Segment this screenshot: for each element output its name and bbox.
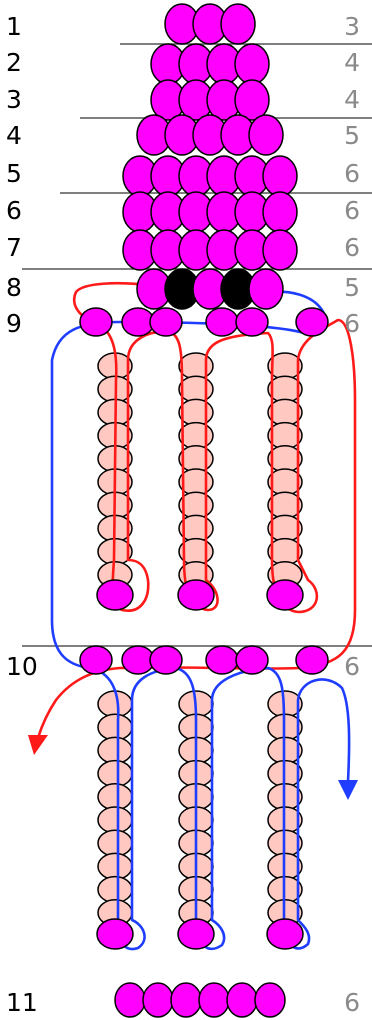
fringe-bead	[178, 352, 214, 380]
fringe-bead	[97, 852, 133, 881]
fringe-bead	[178, 375, 214, 403]
magenta-bead	[142, 982, 174, 1018]
magenta-bead	[262, 229, 298, 271]
row-count-3: 4	[344, 85, 360, 114]
row-count-9: 6	[344, 309, 360, 338]
fringe-bead	[178, 421, 214, 450]
magenta-bead	[177, 918, 215, 950]
row-count-11: 6	[344, 988, 360, 1017]
row-label-3: 3	[6, 85, 22, 114]
magenta-bead	[235, 307, 269, 337]
row-label-5: 5	[6, 159, 22, 188]
row-label-10: 10	[6, 652, 38, 681]
magenta-bead	[205, 307, 239, 337]
row-label-1: 1	[6, 12, 22, 41]
row-label-7: 7	[6, 233, 22, 262]
blue-arrow-icon	[338, 780, 358, 800]
row-count-7: 6	[344, 233, 360, 262]
magenta-bead	[262, 191, 298, 233]
magenta-bead	[170, 982, 202, 1018]
row-label-8: 8	[6, 273, 22, 302]
red-arrow-icon	[28, 735, 48, 755]
magenta-bead	[266, 579, 304, 611]
row-count-8: 5	[344, 273, 360, 302]
magenta-bead	[248, 114, 284, 156]
row-label-4: 4	[6, 121, 22, 150]
magenta-bead	[121, 645, 155, 675]
magenta-bead	[79, 645, 113, 675]
magenta-bead	[149, 645, 183, 675]
fringe-bead	[97, 829, 133, 857]
row-label-6: 6	[6, 196, 22, 225]
magenta-bead	[254, 982, 286, 1018]
magenta-bead	[235, 645, 269, 675]
magenta-bead	[121, 307, 155, 337]
magenta-bead	[295, 645, 329, 675]
row-count-2: 4	[344, 48, 360, 77]
magenta-bead	[79, 307, 113, 337]
magenta-bead	[234, 43, 270, 85]
magenta-bead	[149, 307, 183, 337]
magenta-bead	[234, 79, 270, 121]
fringe-bead	[97, 759, 133, 788]
magenta-bead	[226, 982, 258, 1018]
magenta-bead	[198, 982, 230, 1018]
row-count-4: 5	[344, 121, 360, 150]
fringe-beads	[97, 352, 303, 927]
magenta-bead	[295, 307, 329, 337]
row-label-9: 9	[6, 309, 22, 338]
row-label-11: 11	[6, 988, 38, 1017]
row-count-6: 6	[344, 196, 360, 225]
magenta-bead	[96, 579, 134, 611]
magenta-bead	[205, 645, 239, 675]
magenta-bead	[114, 982, 146, 1018]
row-count-10: 6	[344, 652, 360, 681]
fringe-bead	[97, 736, 133, 765]
magenta-bead	[96, 918, 134, 950]
fringe-bead	[97, 875, 133, 904]
fringe-bead	[178, 398, 214, 427]
body-beads	[79, 3, 329, 1018]
row-count-5: 6	[344, 159, 360, 188]
magenta-bead	[266, 918, 304, 950]
magenta-bead	[177, 579, 215, 611]
fringe-bead	[97, 713, 133, 741]
magenta-bead	[220, 3, 256, 45]
fringe-bead	[97, 783, 133, 811]
row-count-1: 3	[344, 12, 360, 41]
fringe-bead	[97, 806, 133, 834]
row-label-2: 2	[6, 48, 22, 77]
magenta-bead	[262, 155, 298, 197]
magenta-bead	[248, 268, 284, 310]
